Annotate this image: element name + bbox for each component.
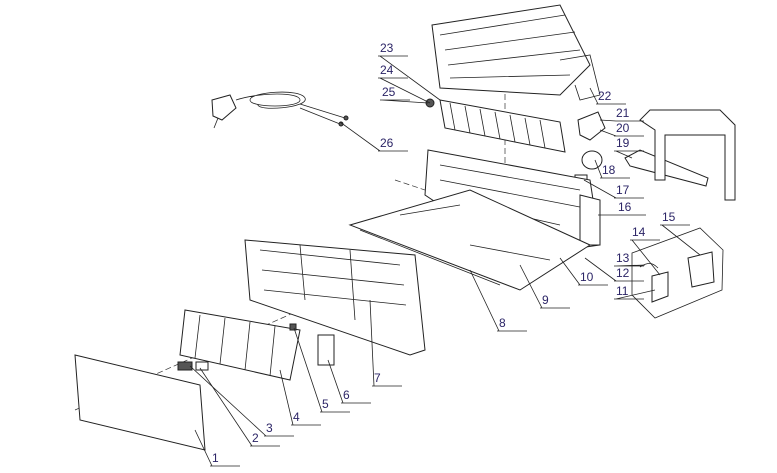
part-label-21: 21 <box>616 106 630 120</box>
leader-line-20 <box>599 129 644 137</box>
leader-line-23 <box>378 55 441 101</box>
part-label-11: 11 <box>616 284 629 298</box>
leader-line-10 <box>559 257 608 286</box>
motor-assembly <box>574 111 709 188</box>
screw <box>289 323 297 331</box>
part-label-1: 1 <box>212 451 219 465</box>
leader-line-24 <box>378 77 431 104</box>
part-label-10: 10 <box>580 270 594 284</box>
leader-line-9 <box>519 264 570 309</box>
front-panel <box>74 354 206 451</box>
electrical-box <box>631 227 724 319</box>
leader-line-22 <box>589 87 626 105</box>
power-cord <box>211 91 349 129</box>
part-label-4: 4 <box>293 410 300 424</box>
louver-assembly <box>348 189 592 291</box>
leader-line-1 <box>194 429 240 467</box>
leader-line-6 <box>327 359 371 404</box>
part-label-8: 8 <box>499 316 506 330</box>
leader-line-14 <box>630 239 661 276</box>
part-label-17: 17 <box>616 183 630 197</box>
part-label-7: 7 <box>374 371 381 385</box>
chassis <box>424 149 601 251</box>
leader-line-3 <box>189 365 294 437</box>
display-board <box>177 361 193 371</box>
part-label-25: 25 <box>382 85 396 99</box>
leader-line-7 <box>369 299 402 387</box>
part-label-5: 5 <box>322 397 329 411</box>
part-label-16: 16 <box>618 200 632 214</box>
part-label-13: 13 <box>616 251 630 265</box>
leader-line-8 <box>469 269 527 332</box>
leader-line-26 <box>339 121 408 152</box>
leader-line-15 <box>660 224 701 256</box>
part-label-19: 19 <box>616 136 630 150</box>
leader-line-13 <box>614 264 646 267</box>
part-label-20: 20 <box>616 121 630 135</box>
leader-line-11 <box>614 289 656 300</box>
leader-line-4 <box>279 369 321 426</box>
part-label-2: 2 <box>252 431 259 445</box>
air-filter <box>179 309 301 381</box>
part-label-6: 6 <box>343 388 350 402</box>
leader-line-21 <box>599 119 644 122</box>
leader-line-12 <box>584 257 644 282</box>
leader-line-19 <box>614 150 644 159</box>
part-label-22: 22 <box>598 89 612 103</box>
front-frame <box>244 239 426 356</box>
part-label-12: 12 <box>616 266 630 280</box>
part-label-26: 26 <box>380 136 394 150</box>
part-label-3: 3 <box>266 421 273 435</box>
part-label-9: 9 <box>542 293 549 307</box>
remote-holder <box>317 334 335 366</box>
leader-line-25 <box>380 99 429 104</box>
display-window <box>195 361 209 371</box>
leader-line-18 <box>594 159 630 179</box>
part-label-24: 24 <box>380 63 394 77</box>
cross-flow-fan <box>425 98 566 153</box>
mounting-plate <box>639 109 736 201</box>
leader-line-5 <box>293 327 350 413</box>
leader-line-17 <box>583 179 644 199</box>
leader-lines <box>189 55 701 467</box>
leader-line-2 <box>199 367 280 447</box>
part-label-14: 14 <box>632 225 646 239</box>
part-label-18: 18 <box>602 163 616 177</box>
part-label-23: 23 <box>380 41 394 55</box>
evaporator <box>431 4 601 101</box>
part-label-15: 15 <box>662 210 676 224</box>
